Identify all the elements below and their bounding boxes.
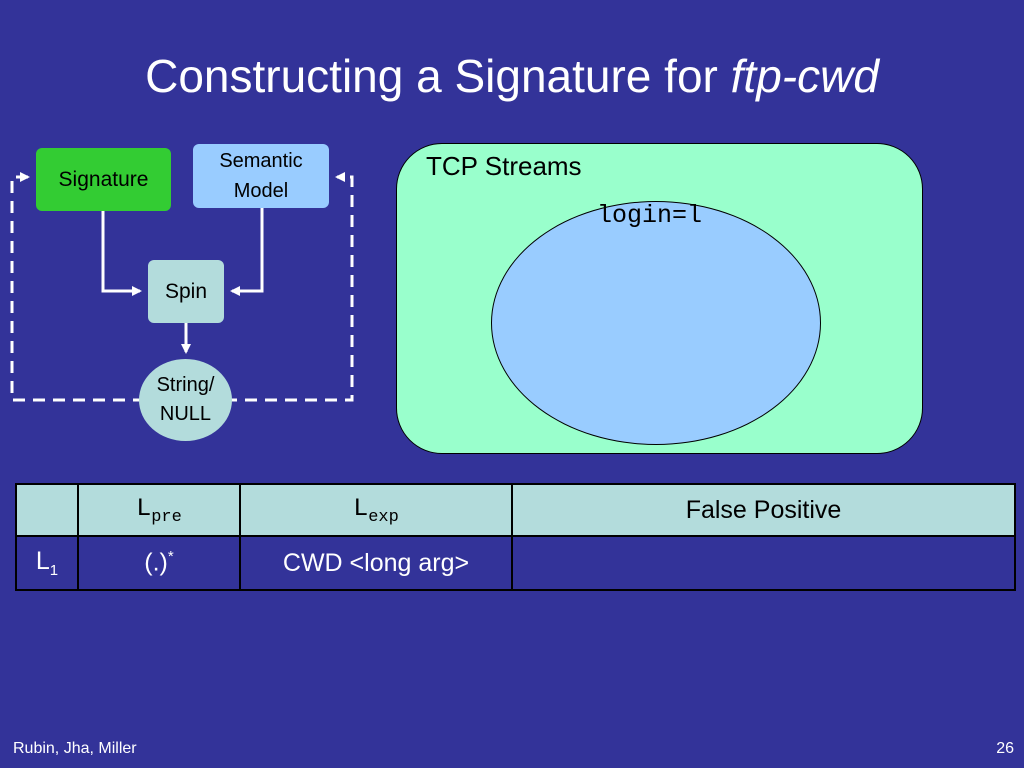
output-node: String/NULL bbox=[139, 359, 232, 441]
tcp-streams-label: TCP Streams bbox=[426, 151, 582, 181]
row-cell-false-positive bbox=[511, 535, 1016, 591]
row-cell-pre: (.)* bbox=[77, 535, 241, 591]
table-row: L1 (.)* CWD <long arg> bbox=[15, 535, 1016, 591]
slide-title: Constructing a Signature for ftp-cwd bbox=[0, 46, 1024, 106]
semantic-to-spin-arrow bbox=[230, 208, 264, 296]
semantic-model-label-line2: Model bbox=[233, 180, 289, 202]
header-cell-lexp: Lexp bbox=[239, 483, 513, 537]
language-table: Lpre Lexp False Positive L1 (.)* CWD <lo… bbox=[15, 483, 1016, 591]
spin-node-label: Spin bbox=[164, 279, 208, 303]
row-name-base: L bbox=[35, 547, 50, 575]
feedback-loop-line-left bbox=[10, 172, 185, 402]
row-cell-exp: CWD <long arg> bbox=[239, 535, 513, 591]
login-ellipse bbox=[491, 201, 821, 445]
lpre-sub: pre bbox=[151, 507, 182, 527]
signature-node-label: Signature bbox=[58, 167, 149, 191]
slide-title-emphasis: ftp-cwd bbox=[730, 50, 879, 102]
feedback-loop-line bbox=[185, 172, 354, 402]
semantic-model-label-line1: Semantic bbox=[219, 150, 303, 172]
row-cell-name: L1 bbox=[15, 535, 79, 591]
login-ellipse-label: login=l bbox=[597, 201, 703, 230]
lpre-base: L bbox=[136, 493, 152, 523]
output-label-line1: String/ bbox=[156, 374, 215, 396]
header-cell-lpre: Lpre bbox=[77, 483, 241, 537]
header-cell-blank bbox=[15, 483, 79, 537]
lexp-sub: exp bbox=[368, 507, 399, 527]
row-name-sub: 1 bbox=[49, 562, 59, 579]
header-cell-false-positive: False Positive bbox=[511, 483, 1016, 537]
signature-node: Signature bbox=[36, 148, 171, 211]
lexp-base: L bbox=[353, 493, 369, 523]
row-pre-sup: * bbox=[167, 548, 174, 566]
row-pre-base: (.) bbox=[144, 548, 168, 577]
spin-node: Spin bbox=[148, 260, 224, 323]
slide-title-text: Constructing a Signature for bbox=[145, 50, 731, 102]
output-label-line2: NULL bbox=[159, 403, 212, 425]
signature-to-spin-arrow bbox=[101, 211, 142, 296]
table-header-row: Lpre Lexp False Positive bbox=[15, 483, 1016, 537]
page-number: 26 bbox=[996, 740, 1014, 757]
footer-authors: Rubin, Jha, Miller bbox=[13, 740, 137, 757]
